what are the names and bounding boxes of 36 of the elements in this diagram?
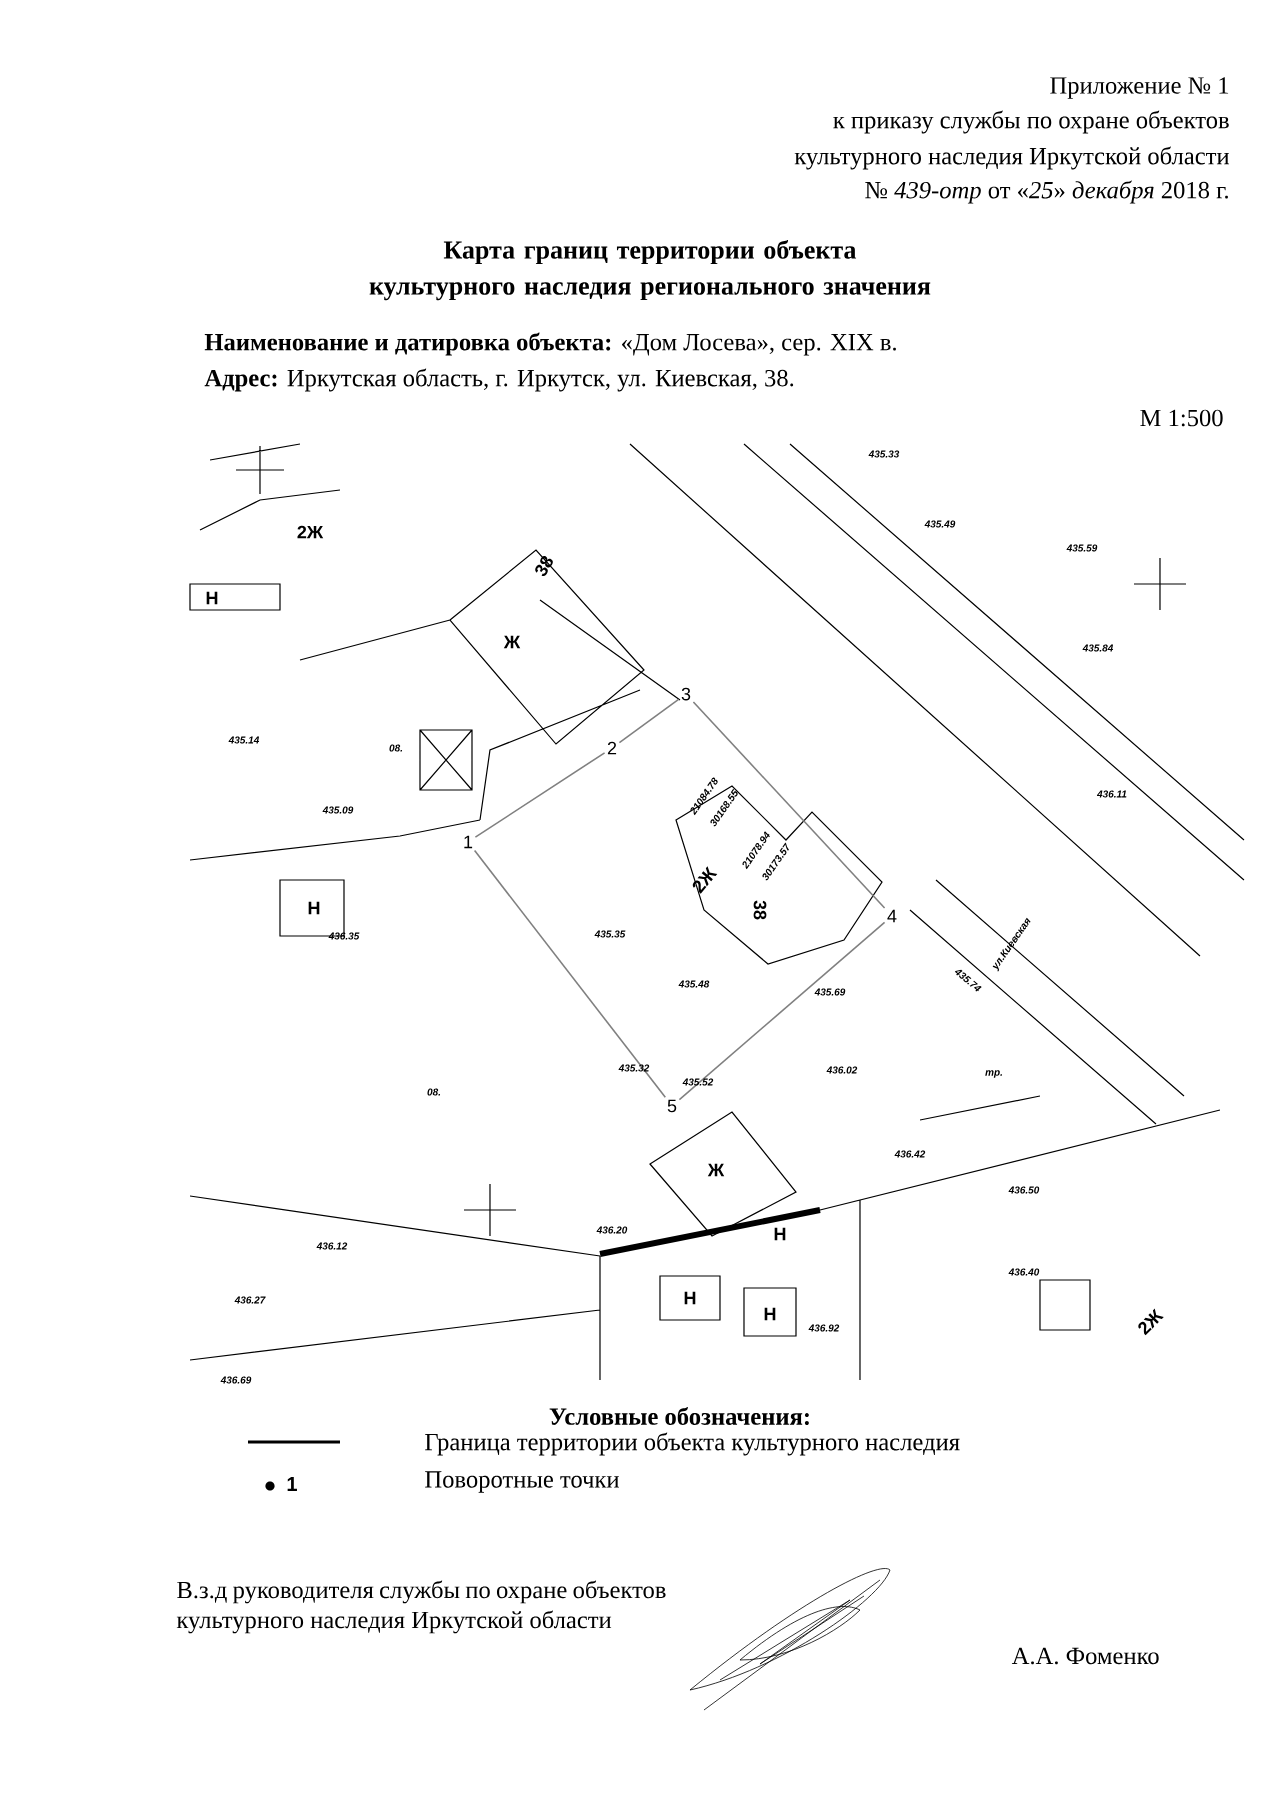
- building-label: 2Ж: [1138, 1308, 1164, 1336]
- signatory-name: А.А. Фоменко: [1011, 1647, 1159, 1665]
- building-label: Н: [774, 1227, 786, 1241]
- signatory-title: В.з.д руководителя службы по охране объектов культурного наследия Иркутской области: [176, 1580, 666, 1634]
- point-number: 1: [464, 835, 473, 849]
- boundary-line: [618, 698, 680, 744]
- building-label: Н: [206, 591, 218, 605]
- legend-number: 1: [287, 1477, 297, 1491]
- building-label: 38: [535, 556, 553, 577]
- boundary-line: [692, 701, 886, 909]
- title: Карта границ территории объекта культурного наследия регионального значения: [369, 239, 931, 301]
- header-line: к приказу службы по охране объектов: [833, 110, 1229, 134]
- header-line: Приложение № 1: [1050, 77, 1229, 99]
- boundary-line: [678, 921, 886, 1101]
- building-label: 38: [753, 900, 767, 920]
- scale-label: М 1:500: [1140, 409, 1223, 427]
- point-number: 2: [607, 741, 617, 755]
- building-label: Ж: [503, 635, 521, 649]
- address: Адрес: Иркутская область, г. Иркутск, ул. Киевская, 38.: [204, 368, 794, 392]
- header-line: № 439-отр от «25» декабря 2018 г.: [865, 180, 1228, 204]
- building-label: Ж: [707, 1163, 725, 1177]
- object-name: Наименование и датировка объекта: «Дом Лосева», сер. XIX в.: [204, 332, 896, 356]
- building-label: 2Ж: [692, 866, 718, 894]
- boundary-line: [473, 849, 667, 1099]
- legend-text: Граница территории объекта культурного наследия: [425, 1432, 960, 1456]
- building-label: 2Ж: [297, 525, 324, 539]
- building-label: Н: [684, 1291, 696, 1305]
- legend-heading: Условные обозначения:: [549, 1407, 809, 1425]
- point-number: 4: [887, 909, 897, 923]
- building-label: Н: [308, 901, 320, 915]
- point-number: 3: [681, 687, 691, 701]
- building-label: Н: [764, 1307, 776, 1321]
- legend-text: Поворотные точки: [425, 1471, 619, 1493]
- header-line: культурного наследия Иркутской области: [794, 146, 1229, 170]
- boundary-line: [474, 752, 606, 838]
- point-number: 5: [667, 1099, 677, 1113]
